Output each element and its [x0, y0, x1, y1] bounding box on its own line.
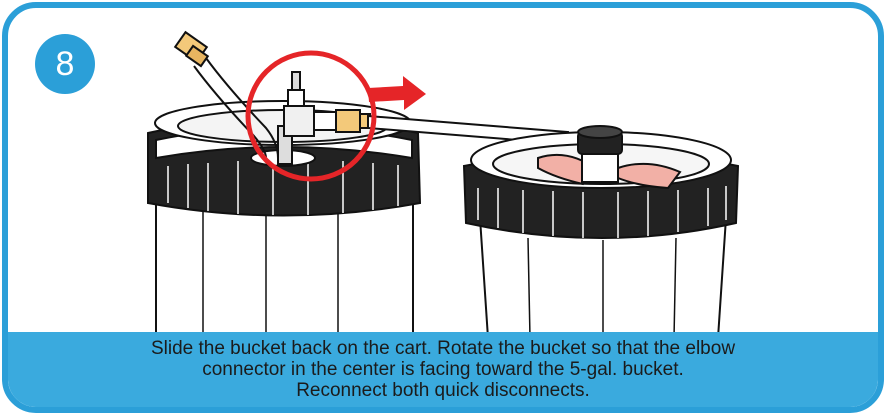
caption-text: Slide the bucket back on the cart. Rotat…	[131, 338, 755, 401]
right-bucket	[464, 126, 738, 338]
brass-fitting-top	[175, 32, 208, 66]
caption-bar: Slide the bucket back on the cart. Rotat…	[8, 332, 878, 407]
step-number: 8	[56, 47, 75, 81]
right-arrow-icon	[368, 76, 426, 110]
step-number-badge: 8	[35, 34, 95, 94]
